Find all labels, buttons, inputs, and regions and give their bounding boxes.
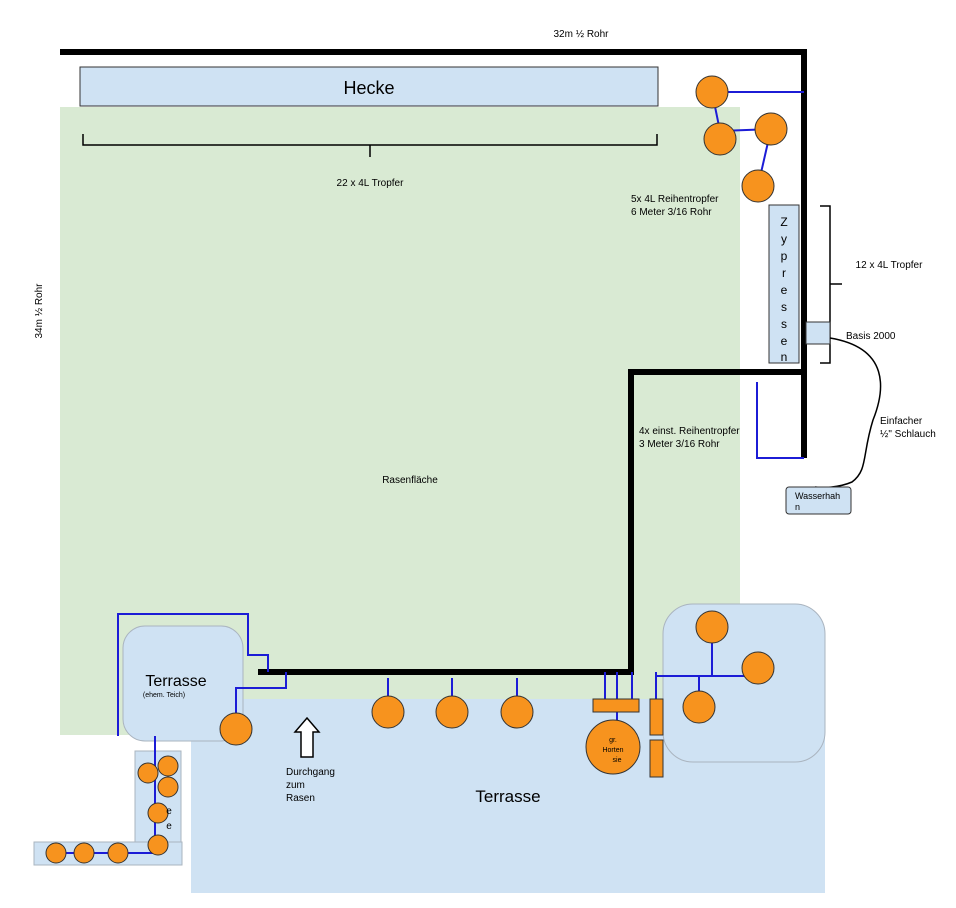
- cypress-letter: r: [782, 266, 786, 280]
- passage-label-line1: Durchgang: [286, 767, 335, 778]
- water-tap-label-line1: Wasserhah: [795, 491, 840, 501]
- path-letter: e: [166, 806, 172, 817]
- plant-circle: [371, 695, 405, 729]
- path-letter: e: [166, 821, 172, 832]
- plant-circle: [682, 690, 716, 724]
- basis-controller: [805, 321, 831, 345]
- hedge-dripper-label: 22 x 4L Tropfer: [337, 178, 405, 189]
- cypress-dripper-label: 12 x 4L Tropfer: [856, 260, 924, 271]
- plant-circle: [137, 762, 159, 784]
- basis-label: Basis 2000: [846, 331, 896, 342]
- passage-label-line3: Rasen: [286, 793, 315, 804]
- terrace-small-label: Terrasse: [145, 673, 206, 690]
- plant-circle: [147, 834, 169, 856]
- drip-lines: [56, 91, 804, 854]
- plant-circle: [695, 610, 729, 644]
- hedge-label: Hecke: [343, 78, 394, 98]
- cypress-letter: e: [781, 283, 788, 297]
- plant-circle: [45, 842, 67, 864]
- terrace-large-label: Terrasse: [475, 787, 540, 806]
- plant-circle: [107, 842, 129, 864]
- plant-circle: [754, 112, 788, 146]
- hedge-dripper-bracket: [82, 134, 658, 157]
- hydrangea-label-line1: gr.: [609, 737, 617, 744]
- plant-circle: [157, 776, 179, 798]
- hydrangea-label-line2: Horten: [602, 747, 623, 754]
- plant-circle: [500, 695, 534, 729]
- plant-circle: [73, 842, 95, 864]
- terrace-small-sublabel: (ehem. Teich): [143, 692, 185, 699]
- main-pipe-branch: [258, 369, 804, 675]
- plant-rectangle: [649, 739, 664, 778]
- mid-row-dripper-label-line1: 4x einst. Reihentropfer: [639, 426, 740, 437]
- cypress-letter: p: [781, 249, 788, 263]
- hose-label-line2: ½" Schlauch: [880, 429, 936, 440]
- plant-rectangle: [592, 698, 640, 713]
- cypress-dripper-bracket: [820, 205, 842, 364]
- water-tap-label-line2: n: [795, 502, 800, 512]
- main-pipe-top: [60, 49, 807, 458]
- passage-arrow-icon: [293, 716, 321, 758]
- mid-row-dripper-label-line2: 3 Meter 3/16 Rohr: [639, 439, 720, 450]
- cypress-label: Z y p r e s s e n: [780, 215, 787, 364]
- cypress-letter: e: [781, 334, 788, 348]
- garden-hose: [814, 337, 882, 489]
- plant-circle: [741, 169, 775, 203]
- plant-rectangle: [649, 698, 664, 736]
- terrace-right: [662, 603, 826, 763]
- passage-label-line2: zum: [286, 780, 305, 791]
- plant-circle: [741, 651, 775, 685]
- cypress-row: [768, 204, 800, 364]
- terrace-small: [122, 625, 244, 742]
- top-row-dripper-label-line1: 5x 4L Reihentropfer: [631, 194, 719, 205]
- plant-circle: [219, 712, 253, 746]
- top-pipe-label: 32m ½ Rohr: [553, 29, 609, 40]
- plants: [45, 75, 788, 864]
- hydrangea-circle: [585, 719, 641, 775]
- cypress-letter: Z: [780, 215, 787, 229]
- cypress-letter: s: [781, 317, 787, 331]
- plant-circle: [695, 75, 729, 109]
- hydrangea-label-line3: sie: [613, 757, 622, 764]
- lawn-label: Rasenfläche: [382, 475, 438, 486]
- left-pipe-label: 34m ½ Rohr: [34, 283, 45, 339]
- plant-circle: [703, 122, 737, 156]
- cypress-letter: s: [781, 300, 787, 314]
- cypress-letter: y: [781, 232, 787, 246]
- water-tap: [785, 486, 852, 515]
- top-row-dripper-label-line2: 6 Meter 3/16 Rohr: [631, 207, 712, 218]
- hose-label-line1: Einfacher: [880, 416, 923, 427]
- hedge: [79, 66, 659, 107]
- cypress-letter: n: [781, 350, 788, 364]
- plant-circle: [147, 802, 169, 824]
- plant-circle: [435, 695, 469, 729]
- plant-circle: [157, 755, 179, 777]
